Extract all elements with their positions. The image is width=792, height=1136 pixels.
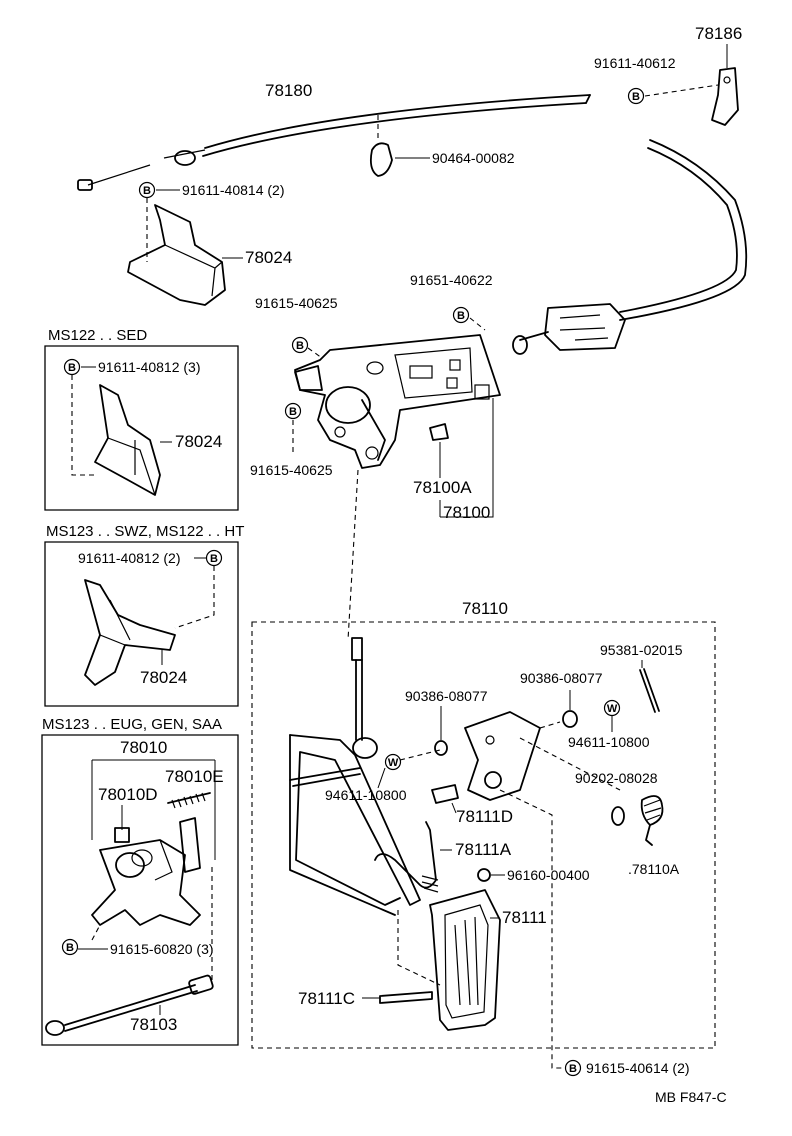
- label-95381-02015: 95381-02015: [600, 642, 683, 658]
- label-94611-10800-a: 94611-10800: [325, 787, 407, 803]
- bolt-icon: [452, 306, 470, 324]
- label-78010D: 78010D: [98, 785, 158, 804]
- label-78103: 78103: [130, 1015, 177, 1034]
- label-eug-bolt: 91615-60820 (3): [110, 941, 214, 957]
- label-78180: 78180: [265, 81, 312, 100]
- nut-96160: [477, 868, 491, 882]
- diagram-code: MB F847-C: [655, 1089, 727, 1105]
- bushing-a: [434, 740, 448, 756]
- bushing-b: [562, 710, 578, 728]
- return-spring-78111A: [374, 821, 439, 893]
- section-title-eug: MS123 . . EUG, GEN, SAA: [42, 716, 222, 733]
- section-box-swz: [44, 541, 239, 707]
- section-title-swz: MS123 . . SWZ, MS122 . . HT: [46, 523, 244, 540]
- label-78111A: 78111A: [455, 840, 512, 859]
- spring-78110A: [640, 795, 664, 846]
- pedal-arm: [289, 637, 421, 916]
- pad-78100A: [429, 423, 449, 441]
- label-78010E: 78010E: [165, 767, 224, 786]
- label-91611-40814: 91611-40814 (2): [182, 182, 284, 198]
- lever-78010: [91, 817, 201, 926]
- label-swz-78024: 78024: [140, 668, 187, 687]
- label-91651-40622: 91651-40622: [410, 272, 493, 288]
- pedal-assembly-frame: [251, 621, 716, 1049]
- lever-assembly-78100: [294, 334, 501, 469]
- label-90464-00082: 90464-00082: [432, 150, 515, 166]
- accelerator-cable: [77, 94, 748, 355]
- bracket-78024-swz: [84, 579, 176, 686]
- section-box-eug: [41, 734, 239, 1046]
- label-91615-40625-b: 91615-40625: [250, 462, 333, 478]
- label-78110: 78110: [462, 599, 508, 618]
- bolt-icon: [63, 358, 81, 376]
- label-78110A: .78110A: [628, 861, 680, 877]
- label-94611-10800-b: 94611-10800: [568, 734, 650, 750]
- bolt-icon: [291, 336, 309, 354]
- pin-95381: [639, 668, 660, 713]
- bolt-icon: [284, 402, 302, 420]
- label-78111: 78111: [502, 908, 547, 927]
- label-78100: 78100: [443, 503, 490, 522]
- label-sed-bolt: 91611-40812 (3): [98, 359, 200, 375]
- washer-icon: [603, 699, 621, 717]
- label-78186: 78186: [695, 24, 742, 43]
- pin-78111C: [379, 991, 433, 1004]
- washer-icon: [384, 753, 402, 771]
- bolt-icon: [627, 87, 645, 105]
- label-78111D: 78111D: [456, 807, 513, 826]
- label-sed-78024: 78024: [175, 432, 222, 451]
- cable-clip: [369, 115, 393, 177]
- cable-bracket-78186: [711, 67, 739, 126]
- rod-78103: [45, 974, 214, 1036]
- bolt-icon: [138, 181, 156, 199]
- pedal-bracket: [464, 711, 541, 801]
- label-90386-08077-b: 90386-08077: [520, 670, 603, 686]
- label-90202-08028: 90202-08028: [575, 770, 658, 786]
- label-90386-08077-a: 90386-08077: [405, 688, 488, 704]
- clip-90202: [611, 806, 625, 826]
- label-96160-00400: 96160-00400: [507, 867, 590, 883]
- label-swz-bolt: 91611-40812 (2): [78, 550, 180, 566]
- bracket-78024-sed: [94, 384, 161, 496]
- label-78111C: 78111C: [298, 989, 355, 1008]
- pad-78111D: [431, 784, 459, 804]
- pedal-pad-78111: [429, 889, 501, 1031]
- label-91615-40614: 91615-40614 (2): [586, 1060, 690, 1076]
- bolt-icon: [564, 1059, 582, 1077]
- bolt-icon: [205, 549, 223, 567]
- section-title-sed: MS122 . . SED: [48, 327, 147, 344]
- bolt-icon: [61, 938, 79, 956]
- label-78024-top: 78024: [245, 248, 292, 267]
- section-box-sed: [44, 345, 239, 511]
- label-91611-40612: 91611-40612: [594, 55, 676, 71]
- label-78100A: 78100A: [413, 478, 472, 497]
- bracket-78024-top: [127, 204, 226, 306]
- label-78010: 78010: [120, 738, 167, 757]
- label-91615-40625-a: 91615-40625: [255, 295, 338, 311]
- spring-78010E: [167, 792, 211, 809]
